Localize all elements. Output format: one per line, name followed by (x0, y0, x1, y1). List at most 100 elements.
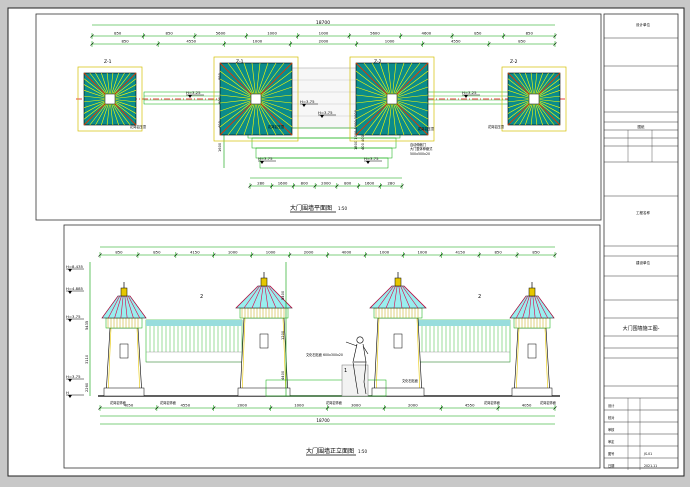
annotation-note: 花岗岩饰面 (160, 400, 176, 405)
dimension-label: 850 (526, 31, 534, 36)
elevation-left-dims: 5435 3110 2260 (85, 262, 91, 396)
vertical-dim-label: 4400 (281, 370, 285, 380)
dimension-label: 5600 (216, 31, 226, 36)
annotation-note: 花岗岩饰面 (484, 400, 500, 405)
annotation-note: 文化石贴面 600x300x20 (306, 352, 343, 357)
vertical-dim-label: 5400 (281, 290, 285, 300)
dimension-label: 2000 (321, 181, 331, 186)
dimension-label: 4050 (124, 403, 134, 408)
elevation-mark: H=3.75 (300, 99, 315, 104)
elevation-mark: H=3.25 (186, 90, 201, 95)
dimension-label: 4000 (342, 250, 352, 255)
gate-tower (369, 272, 427, 397)
title-block-row: 建设单位 (636, 260, 650, 265)
annotation-note: 花岗岩压顶 (488, 124, 505, 129)
vertical-dim-label: 2260 (85, 382, 89, 392)
dimension-label: 850 (532, 250, 540, 255)
dimension-label: 280 (257, 181, 265, 186)
plan-elevation-marks: H=3.25H=3.75H=3.75H=3.75H=3.25H=3.75 (186, 90, 480, 164)
pier-plan (213, 56, 299, 142)
elevation-mark: H=3.25 (462, 90, 477, 95)
elevation-mark: H=3.75 (318, 110, 333, 115)
dimension-label: 1000 (380, 250, 390, 255)
plan-title: 大门围墙平面图 (290, 204, 332, 212)
dimension-label: 2000 (408, 403, 418, 408)
annotation-note: 花岗岩压顶 (268, 124, 285, 129)
gate-towers-elevation (101, 272, 555, 397)
dimension-label: 1000 (294, 403, 304, 408)
elevation-scale: 1:50 (358, 449, 367, 454)
gate-tower (235, 272, 293, 397)
dimension-label: 4600 (422, 31, 432, 36)
elevation-notes: 花岗岩饰面 花岗岩饰面 花岗岩饰面 花岗岩饰面 花岗岩饰面 文化石贴面 600x300x2… (110, 352, 556, 405)
dimension-label: 4150 (190, 250, 200, 255)
gate-piers-plan (77, 56, 567, 142)
gate-tower (101, 282, 147, 397)
section-label: Z-2 (510, 59, 518, 65)
dimension-label: 850 (166, 31, 174, 36)
dimension-label: 850 (121, 39, 129, 44)
pier-plan (501, 66, 567, 132)
dimension-label: 1600 (365, 181, 375, 186)
dimension-label: 4550 (180, 403, 190, 408)
section-marker: 1 (344, 368, 347, 374)
annotation-note: 花岗岩饰面 (326, 400, 342, 405)
annotation-note: 花岗岩饰面 (540, 400, 556, 405)
vertical-dim-label: 3110 (85, 354, 89, 364)
dimension-label: 2000 (319, 39, 329, 44)
title-field-label: 审核 (608, 427, 615, 432)
elevation-mark: H=3.75 (364, 156, 379, 161)
annotation-note: 花岗岩压顶 (418, 126, 435, 131)
elevation-mid-dims: 4400 1200 5400 (281, 262, 287, 396)
dimension-label: 850 (474, 31, 482, 36)
title-block-row: 工程名称 (636, 210, 650, 215)
title-field-value: JS-01 (643, 452, 652, 456)
dimension-label: 2000 (237, 403, 247, 408)
dimension-label: 1000 (253, 39, 263, 44)
dimension-label: 5600 (370, 31, 380, 36)
title-block-row: 设计单位 (636, 22, 650, 27)
annotation-note: 500x500x20 (410, 152, 430, 156)
vertical-dim-label: 1200 (281, 330, 285, 340)
title-field-label: 校对 (608, 415, 615, 420)
annotation-note: 大门整体伸缩式 (410, 146, 433, 151)
dimension-label: 1000 (228, 250, 238, 255)
gate-tower (509, 282, 555, 397)
title-field-label: 日期 (608, 463, 614, 468)
title-field-label: 图号 (608, 451, 614, 456)
level-mark: H (66, 390, 69, 395)
dimension-label: 4050 (522, 403, 532, 408)
elevation-mark: H=3.75 (258, 156, 273, 161)
level-mark: H=3.75 (66, 314, 81, 319)
dimension-label: 850 (518, 39, 526, 44)
drawing-name: 大门围墙施工图- (623, 325, 660, 332)
dimension-label: 280 (388, 181, 396, 186)
section-label: Z-2 (374, 59, 382, 65)
vertical-dim-label: 5435 (85, 321, 89, 330)
dimension-label: 4550 (465, 403, 475, 408)
dimension-label: 1000 (319, 31, 329, 36)
plan-notes: 花岗岩压顶花岗岩压顶花岗岩压顶花岗岩压顶自动伸缩门大门整体伸缩式500x500x… (130, 124, 505, 156)
level-mark: H=8.435 (66, 264, 83, 269)
elevation-overall-dim: 18700 (316, 418, 330, 423)
plan-scale: 1:50 (338, 206, 347, 211)
elevation-bottom-dims: 4050 4550 2000 1000 3000 2000 4550 4050 (98, 403, 557, 411)
section-label: Z-1 (104, 59, 112, 65)
dimension-label: 1600 (278, 181, 288, 186)
dimension-label: 3000 (351, 403, 361, 408)
title-field-value: 2021.11 (644, 464, 657, 468)
pier-plan (349, 56, 435, 142)
dimension-label: 1000 (385, 39, 395, 44)
annotation-note: 花岗岩饰面 (110, 400, 126, 405)
elevation-title: 大门围墙正立面图 (306, 447, 354, 455)
human-scale-figure (345, 336, 369, 395)
dimension-label: 1000 (417, 250, 427, 255)
